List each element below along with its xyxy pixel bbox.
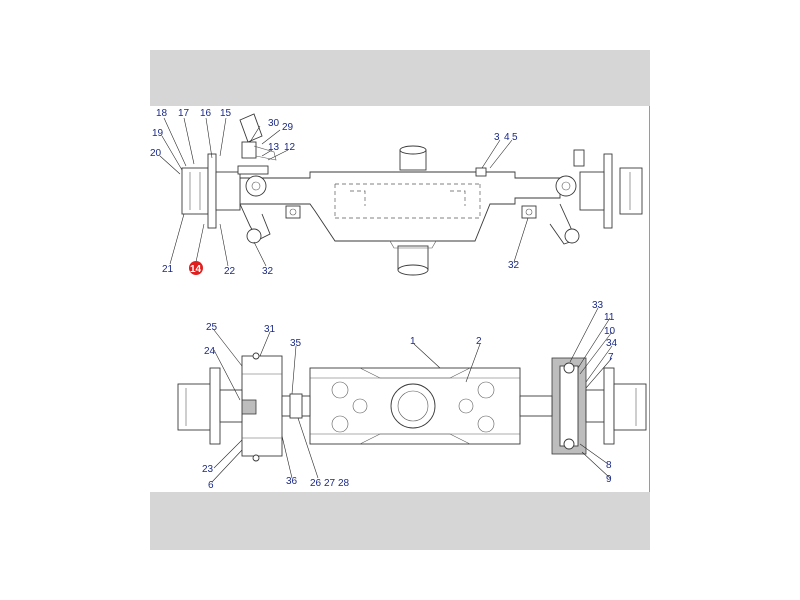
callout-6: 6: [208, 480, 214, 491]
callout-3: 3: [494, 132, 500, 143]
callout-7: 7: [608, 352, 614, 363]
callout-1: 1: [410, 336, 416, 347]
callout-24: 24: [204, 346, 216, 357]
leader-lines: [159, 117, 613, 483]
axle-drawing-svg: 18 17 16 15 19 20 30 29 13 12 3 4 5 21 1…: [150, 108, 647, 491]
callout-22: 22: [224, 266, 236, 277]
callout-29: 29: [282, 122, 294, 133]
callout-12: 12: [284, 142, 296, 153]
callout-30: 30: [268, 118, 280, 129]
callout-31: 31: [264, 324, 276, 335]
callout-2: 2: [476, 336, 482, 347]
callout-13: 13: [268, 142, 280, 153]
axle-parts-diagram: 18 17 16 15 19 20 30 29 13 12 3 4 5 21 1…: [150, 106, 650, 492]
highlight-marker[interactable]: [189, 261, 203, 275]
callout-20: 20: [150, 148, 162, 159]
callout-21: 21: [162, 264, 174, 275]
upper-axle-view: [181, 113, 643, 276]
callout-5: 5: [512, 132, 518, 143]
callout-28: 28: [338, 478, 350, 489]
bottom-gray-band: [150, 492, 650, 550]
callout-14-highlighted[interactable]: 14: [190, 264, 202, 275]
callout-35: 35: [290, 338, 302, 349]
callout-16: 16: [200, 108, 212, 119]
callout-labels: 18 17 16 15 19 20 30 29 13 12 3 4 5 21 1…: [150, 108, 618, 491]
callout-19: 19: [152, 128, 164, 139]
callout-32-right: 32: [508, 260, 520, 271]
callout-18: 18: [156, 108, 168, 119]
callout-4: 4: [504, 132, 510, 143]
callout-34: 34: [606, 338, 618, 349]
callout-26: 26: [310, 478, 322, 489]
callout-11: 11: [604, 312, 615, 323]
top-gray-band: [150, 50, 650, 106]
callout-9: 9: [606, 474, 612, 485]
callout-15: 15: [220, 108, 232, 119]
callout-8: 8: [606, 460, 612, 471]
callout-27: 27: [324, 478, 336, 489]
callout-10: 10: [604, 326, 616, 337]
callout-25: 25: [206, 322, 218, 333]
callout-36: 36: [286, 476, 298, 487]
callout-17: 17: [178, 108, 190, 119]
lower-axle-view: [177, 352, 647, 462]
callout-23: 23: [202, 464, 214, 475]
callout-33: 33: [592, 300, 604, 311]
callout-32-left: 32: [262, 266, 274, 277]
